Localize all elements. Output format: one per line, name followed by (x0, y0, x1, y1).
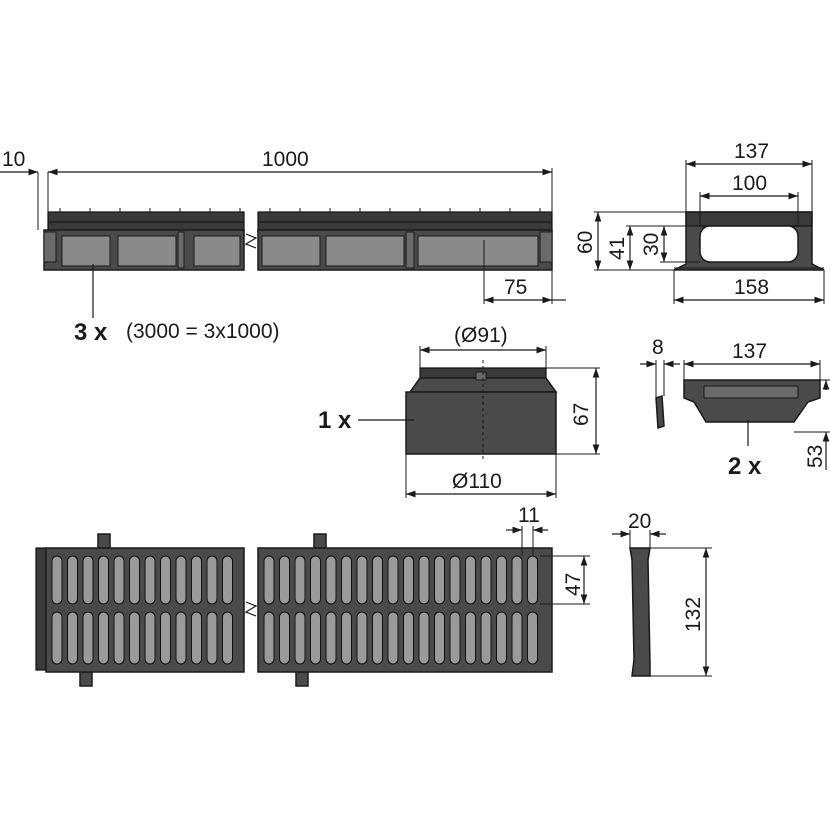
dim-grating-width: 132 (682, 597, 705, 632)
channel-cross-section: 137 100 158 60 41 30 (574, 140, 825, 304)
grating-slot (372, 611, 383, 665)
dim-slot-width: 11 (518, 504, 540, 527)
grating-slot (191, 555, 202, 605)
grating-slot (206, 611, 218, 665)
grating-slot (113, 555, 125, 605)
grating-slot (67, 611, 78, 665)
grating-slot (387, 555, 399, 605)
dim-outlet-height: 67 (570, 403, 593, 426)
end-cap-drawing: 8 137 53 2 x (640, 336, 830, 480)
grating-slot (144, 611, 156, 665)
grating-slot (279, 555, 290, 605)
grating-slot (82, 555, 94, 605)
grating-slot (403, 555, 414, 605)
grating-slot (67, 555, 78, 605)
dim-inner-height: 30 (640, 233, 663, 256)
grating-drawing: 11 47 20 132 (35, 504, 712, 687)
grating-slot (403, 611, 414, 665)
grating-slot (98, 611, 109, 665)
channel-quantity: 3 x (74, 319, 108, 346)
grating-slot (325, 555, 337, 605)
grating-slot (372, 555, 383, 605)
grating-slot (263, 611, 275, 665)
grating-slots (51, 555, 538, 665)
grating-slot (511, 611, 523, 665)
grating-slot (51, 611, 63, 665)
dim-cap-thickness: 8 (652, 336, 664, 359)
grating-slot (310, 611, 321, 665)
grating-slot (496, 611, 507, 665)
break-mark (244, 233, 258, 249)
dim-grating-thickness: 20 (628, 510, 651, 533)
dim-total-height: 60 (574, 231, 597, 254)
grating-slot (434, 555, 445, 605)
grating-slot (527, 555, 538, 605)
outlet-drawing: (Ø91) Ø110 67 1 x (318, 324, 600, 498)
dim-outlet-offset: 75 (504, 276, 527, 299)
dim-top-diameter: (Ø91) (454, 324, 508, 347)
grating-slot (222, 555, 233, 605)
dim-length: 1000 (262, 148, 309, 171)
channel-drawing: 10 1000 75 3 x (3000 = 3x1000) (0, 148, 566, 346)
grating-slot (310, 555, 321, 605)
dim-end-offset: 10 (2, 148, 25, 171)
dim-bottom-diameter: Ø110 (452, 470, 502, 493)
grating-slot (480, 555, 492, 605)
end-cap-quantity: 2 x (728, 453, 762, 480)
grating-slot (465, 555, 476, 605)
dim-cap-height: 53 (804, 445, 827, 468)
grating-slot (175, 555, 187, 605)
grating-slot (206, 555, 218, 605)
grating-slot (341, 555, 352, 605)
grating-slot (51, 555, 63, 605)
grating-slot (341, 611, 352, 665)
grating-slot (222, 611, 233, 665)
grating-slot (480, 611, 492, 665)
grating-break-mark (244, 601, 258, 617)
grating-slot (294, 611, 306, 665)
outlet-quantity: 1 x (318, 407, 352, 434)
channel-segment-right (257, 211, 553, 271)
dim-slot-length: 47 (562, 573, 585, 596)
channel-length-note: (3000 = 3x1000) (126, 320, 280, 343)
grating-slot (279, 611, 290, 665)
grating-slot (527, 611, 538, 665)
grating-slot (113, 611, 125, 665)
dim-base-width: 158 (734, 276, 769, 299)
grating-slot (160, 611, 171, 665)
grating-slot (129, 611, 140, 665)
dim-body-height: 41 (606, 237, 629, 260)
grating-slot (418, 611, 430, 665)
grating-slot (144, 555, 156, 605)
grating-slot (263, 555, 275, 605)
channel-segment-left (43, 211, 245, 271)
grating-slot (449, 555, 461, 605)
grating-slot (191, 611, 202, 665)
grating-slot (325, 611, 337, 665)
dim-cap-width: 137 (732, 340, 767, 363)
dim-inner-width: 100 (732, 172, 767, 195)
grating-slot (387, 611, 399, 665)
grating-slot (160, 555, 171, 605)
grating-slot (465, 611, 476, 665)
grating-slot (129, 555, 140, 605)
grating-slot (294, 555, 306, 605)
grating-slot (98, 555, 109, 605)
dim-outer-width: 137 (734, 140, 769, 163)
grating-slot (449, 611, 461, 665)
grating-slot (356, 555, 368, 605)
grating-slot (434, 611, 445, 665)
grating-slot (356, 611, 368, 665)
grating-slot (511, 555, 523, 605)
grating-slot (175, 611, 187, 665)
grating-slot (82, 611, 94, 665)
grating-slot (418, 555, 430, 605)
grating-slot (496, 555, 507, 605)
